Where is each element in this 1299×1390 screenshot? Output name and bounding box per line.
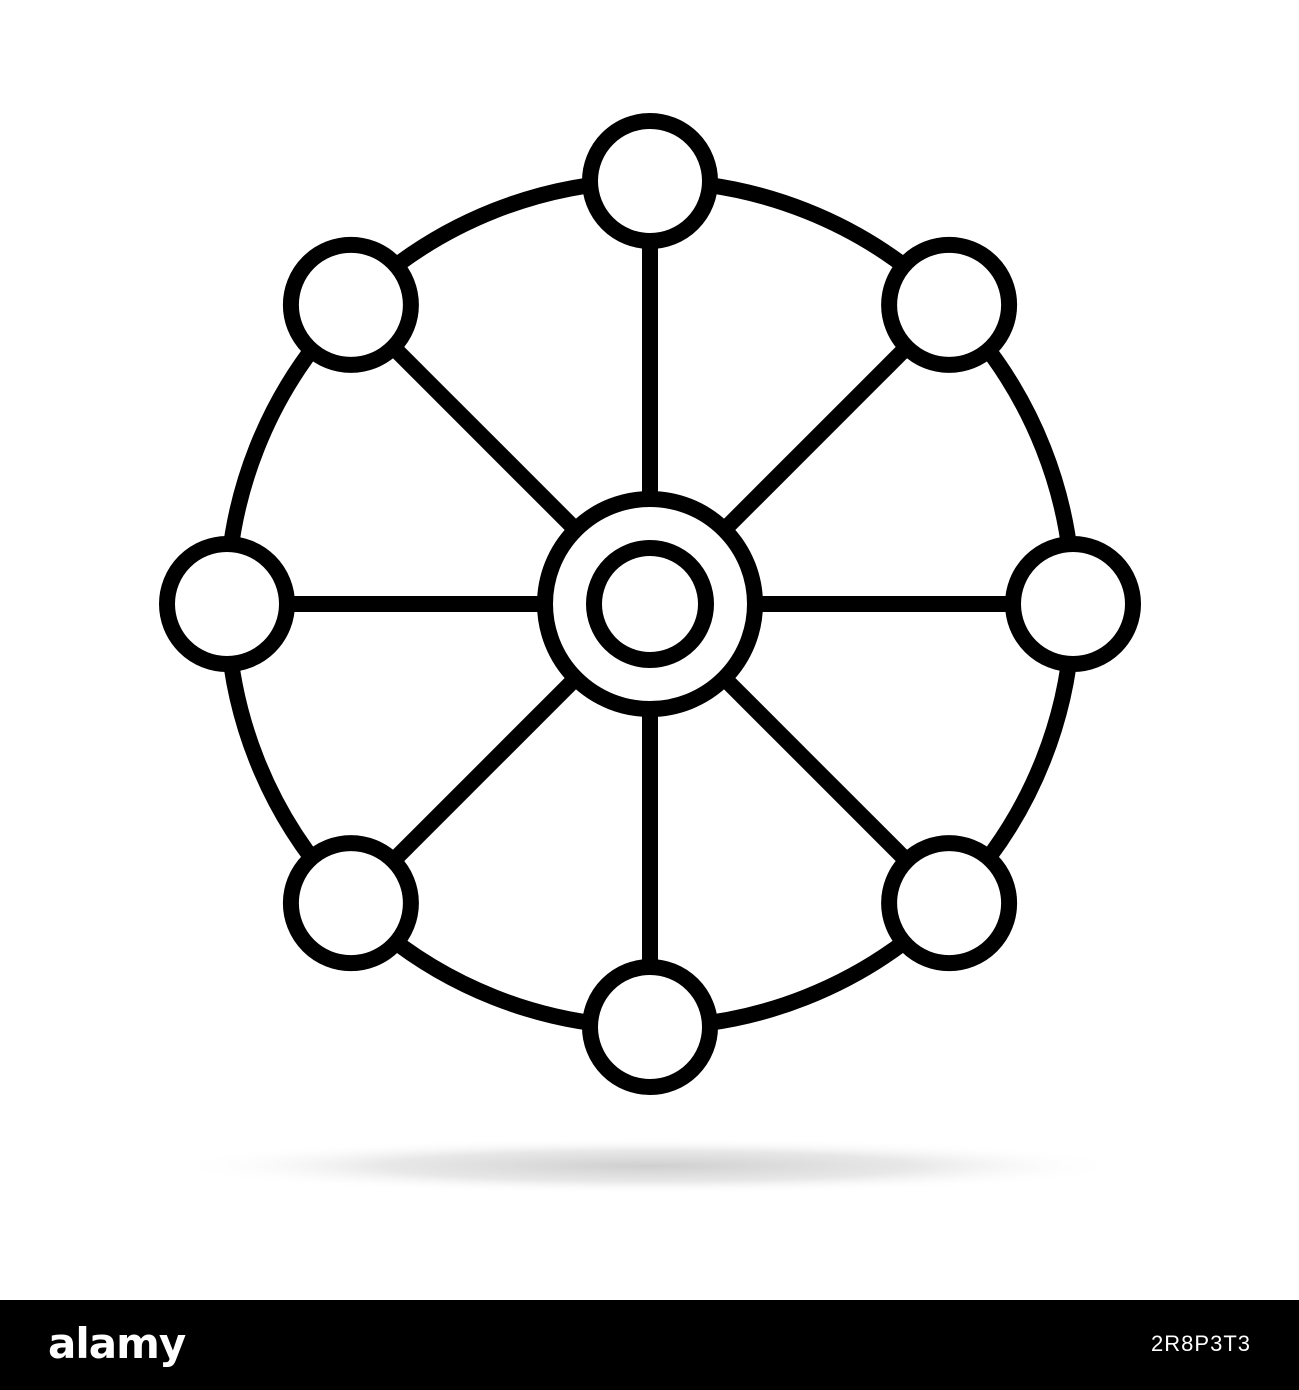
footer-bar: alamy 2R8P3T3	[0, 1300, 1299, 1390]
brand-logo: alamy	[48, 1319, 186, 1368]
hub-inner-circle	[586, 540, 714, 668]
outer-node	[582, 959, 718, 1095]
outer-node	[282, 236, 419, 373]
outer-node	[282, 835, 419, 972]
outer-node	[881, 835, 1018, 972]
image-id: 2R8P3T3	[1151, 1331, 1251, 1356]
network-wheel-icon	[159, 113, 1141, 1194]
outer-node	[881, 236, 1018, 373]
wheel-graphic	[159, 113, 1141, 1095]
outer-node	[1005, 536, 1141, 672]
drop-shadow	[169, 1138, 1129, 1194]
outer-node	[159, 536, 295, 672]
illustration-area	[0, 113, 1299, 1390]
outer-node	[582, 113, 718, 249]
